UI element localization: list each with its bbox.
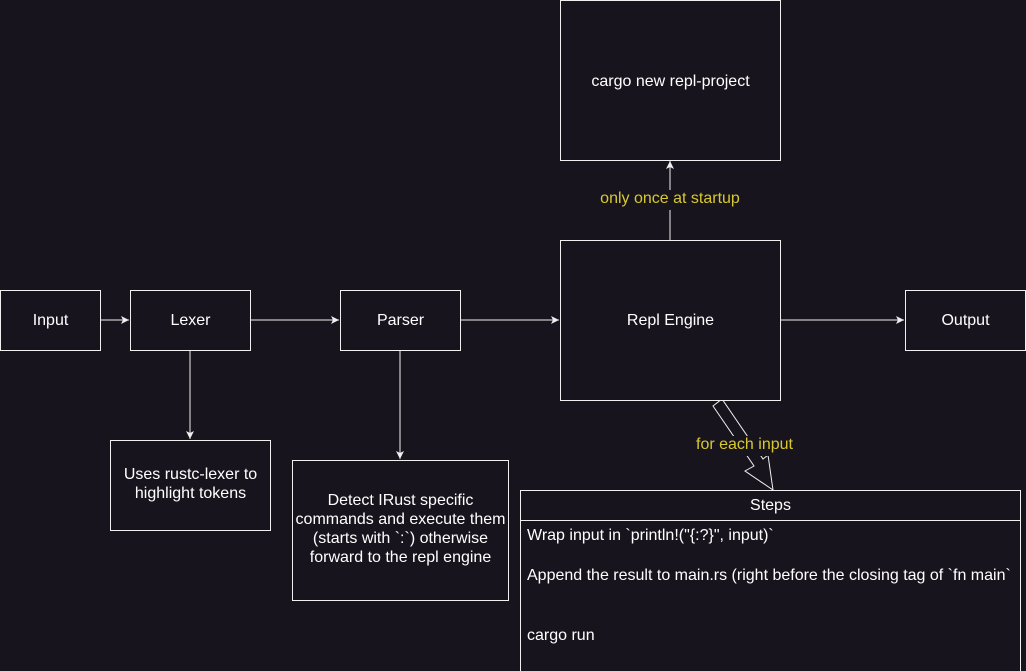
edge-repl-steps-block-arrow	[712, 398, 774, 492]
node-output-label: Output	[941, 312, 990, 329]
edge-label-each-input: for each input	[695, 436, 794, 456]
node-parser-note-label: Detect IRust specific commands and execu…	[295, 491, 506, 566]
node-output: Output	[905, 290, 1026, 351]
edge-label-each-input-text: for each input	[696, 436, 793, 453]
node-parser-label: Parser	[376, 312, 425, 329]
step-item: Append the result to main.rs (right befo…	[527, 567, 1011, 584]
node-lexer-note: Uses rustc-lexer to highlight tokens	[110, 440, 271, 531]
node-input: Input	[0, 290, 101, 351]
edge-label-startup: only once at startup	[599, 190, 741, 210]
node-repl-engine-label: Repl Engine	[626, 312, 715, 329]
node-cargo-new-label: cargo new repl-project	[591, 73, 750, 90]
steps-title: Steps	[521, 491, 1020, 521]
edge-label-startup-text: only once at startup	[600, 190, 740, 207]
node-lexer: Lexer	[130, 290, 251, 351]
node-lexer-note-label: Uses rustc-lexer to highlight tokens	[123, 465, 258, 502]
node-parser-note: Detect IRust specific commands and execu…	[292, 460, 509, 601]
step-item: cargo run	[527, 627, 595, 644]
node-repl-engine: Repl Engine	[560, 240, 781, 401]
step-item: Wrap input in `println!("{:?}", input)`	[527, 527, 774, 544]
node-cargo-new: cargo new repl-project	[560, 0, 781, 161]
node-parser: Parser	[340, 290, 461, 351]
steps-panel: Steps Wrap input in `println!("{:?}", in…	[520, 490, 1021, 671]
node-lexer-label: Lexer	[170, 312, 211, 329]
node-input-label: Input	[32, 312, 69, 329]
